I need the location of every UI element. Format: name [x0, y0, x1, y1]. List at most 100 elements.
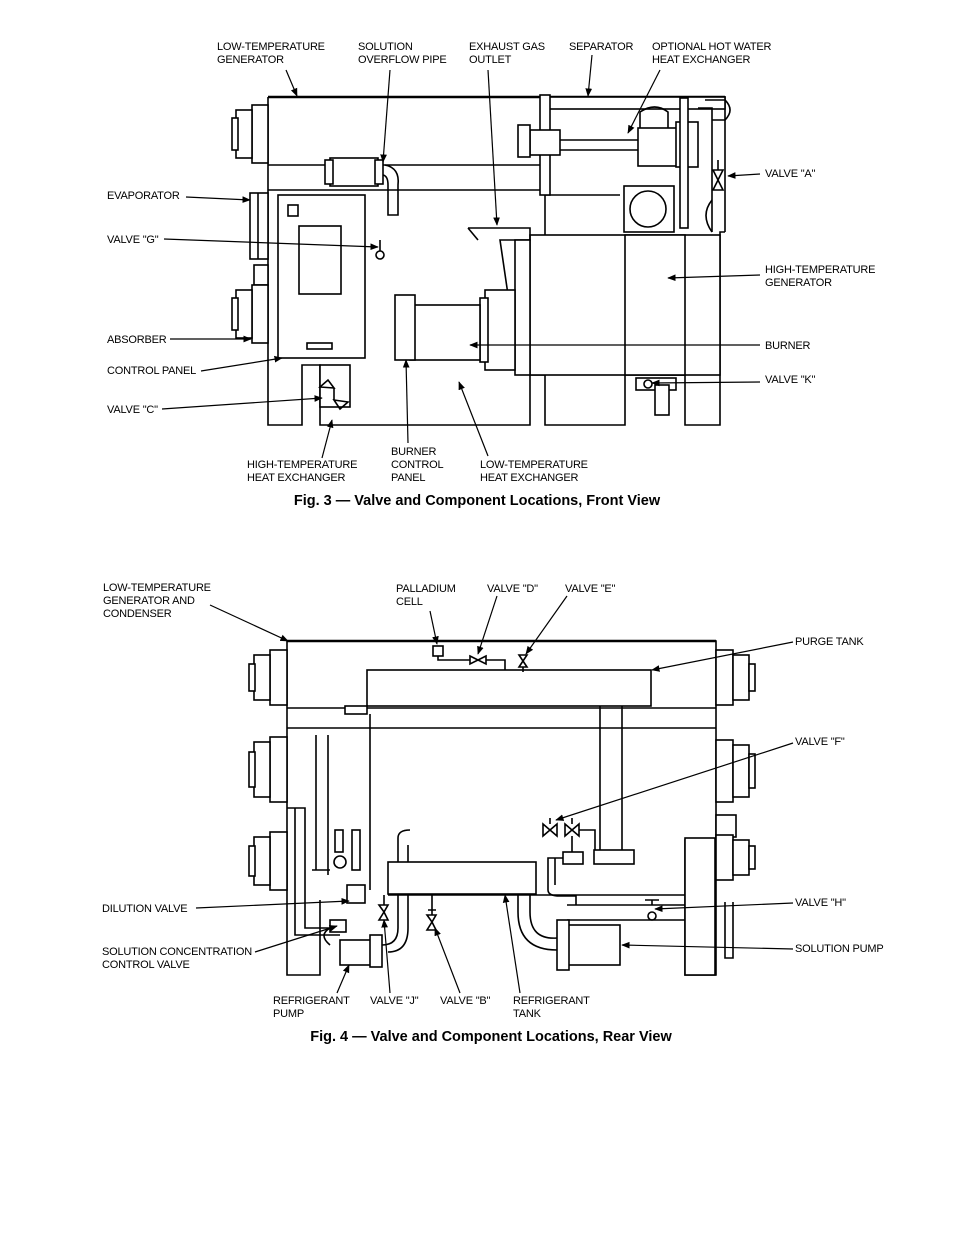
- label-line: GENERATOR AND: [103, 595, 195, 607]
- overflow-pipe: [324, 157, 400, 216]
- label-line: LOW-TEMPERATURE: [103, 582, 211, 594]
- label-valve-h: VALVE "H": [795, 897, 846, 909]
- label-separator: SEPARATOR: [569, 41, 633, 53]
- control-panel-box: [277, 194, 366, 408]
- label-line: LOW-TEMPERATURE: [480, 459, 588, 471]
- label-line: PALLADIUM: [396, 583, 456, 595]
- solution-pump: [517, 895, 734, 971]
- label-line: VALVE "D": [487, 583, 538, 595]
- label-line: CONDENSER: [103, 608, 172, 620]
- refrigerant-tank: [387, 861, 685, 896]
- label-absorber: ABSORBER: [107, 334, 167, 346]
- label-line: HIGH-TEMPERATURE: [765, 264, 875, 276]
- label-line: SOLUTION: [358, 41, 413, 53]
- label-line: VALVE "E": [565, 583, 616, 595]
- label-line: SOLUTION PUMP: [795, 943, 883, 955]
- label-line: OUTLET: [469, 54, 512, 66]
- front-view-leaders: [161, 54, 761, 459]
- label-purge-tank: PURGE TANK: [795, 636, 864, 648]
- label-line: OPTIONAL HOT WATER: [652, 41, 771, 53]
- label-valve-g: VALVE "G": [107, 234, 159, 246]
- figure-4-caption: Fig. 4 — Valve and Component Locations, …: [310, 1029, 672, 1045]
- label-valve-j: VALVE "J": [370, 995, 419, 1007]
- label-line: REFRIGERANT: [513, 995, 590, 1007]
- valve-g-symbol: [375, 240, 385, 260]
- purge-tank: [344, 669, 652, 865]
- label-line: CONTROL VALVE: [102, 959, 190, 971]
- refrigerant-pump: [339, 829, 411, 968]
- label-valve-d: VALVE "D": [487, 583, 538, 595]
- label-line: VALVE "A": [765, 168, 816, 180]
- label-line: BURNER: [765, 340, 811, 352]
- label-line: SEPARATOR: [569, 41, 633, 53]
- label-solution-pump: SOLUTION PUMP: [795, 943, 883, 955]
- label-line: CONTROL: [391, 459, 443, 471]
- label-line: DILUTION VALVE: [102, 903, 187, 915]
- label-valve-b: VALVE "B": [440, 995, 491, 1007]
- label-line: HEAT EXCHANGER: [247, 472, 346, 484]
- label-valve-k: VALVE "K": [765, 374, 816, 386]
- rear-right-nozzles: [715, 649, 756, 881]
- label-line: ABSORBER: [107, 334, 167, 346]
- separator: [517, 94, 731, 233]
- label-line: EXHAUST GAS: [469, 41, 545, 53]
- label-line: EVAPORATOR: [107, 190, 180, 202]
- label-line: TANK: [513, 1008, 542, 1020]
- label-line: GENERATOR: [765, 277, 832, 289]
- label-line: SOLUTION CONCENTRATION: [102, 946, 252, 958]
- label-burner: BURNER: [765, 340, 811, 352]
- label-dilution-valve: DILUTION VALVE: [102, 903, 187, 915]
- label-line: LOW-TEMPERATURE: [217, 41, 325, 53]
- label-valve-a: VALVE "A": [765, 168, 816, 180]
- label-line: VALVE "F": [795, 736, 845, 748]
- label-line: PUMP: [273, 1008, 304, 1020]
- label-control-panel: CONTROL PANEL: [107, 365, 196, 377]
- palladium-cell-valves: [432, 645, 529, 672]
- rear-view-leaders: [195, 595, 794, 994]
- rear-left-nozzles: [248, 649, 288, 891]
- label-line: VALVE "B": [440, 995, 491, 1007]
- label-line: BURNER: [391, 446, 437, 458]
- label-line: HEAT EXCHANGER: [480, 472, 579, 484]
- label-line: HEAT EXCHANGER: [652, 54, 751, 66]
- high-temp-generator: [394, 227, 721, 416]
- label-line: HIGH-TEMPERATURE: [247, 459, 357, 471]
- left-nozzles: [231, 104, 269, 344]
- label-line: GENERATOR: [217, 54, 284, 66]
- label-line: VALVE "G": [107, 234, 159, 246]
- label-valve-e: VALVE "E": [565, 583, 616, 595]
- label-line: PANEL: [391, 472, 425, 484]
- label-line: VALVE "K": [765, 374, 816, 386]
- label-line: CELL: [396, 596, 423, 608]
- label-line: REFRIGERANT: [273, 995, 350, 1007]
- label-valve-c: VALVE "C": [107, 404, 158, 416]
- left-piping: [287, 714, 371, 946]
- valve-a-symbol: [705, 160, 725, 233]
- label-line: CONTROL PANEL: [107, 365, 196, 377]
- label-line: VALVE "J": [370, 995, 419, 1007]
- figure-3-caption: Fig. 3 — Valve and Component Locations, …: [294, 493, 661, 509]
- valve-f-piping: [542, 818, 596, 905]
- valves-j-b: [377, 895, 438, 931]
- valve-c-symbol: [318, 378, 350, 411]
- label-evaporator: EVAPORATOR: [107, 190, 180, 202]
- label-line: OVERFLOW PIPE: [358, 54, 446, 66]
- label-line: VALVE "H": [795, 897, 846, 909]
